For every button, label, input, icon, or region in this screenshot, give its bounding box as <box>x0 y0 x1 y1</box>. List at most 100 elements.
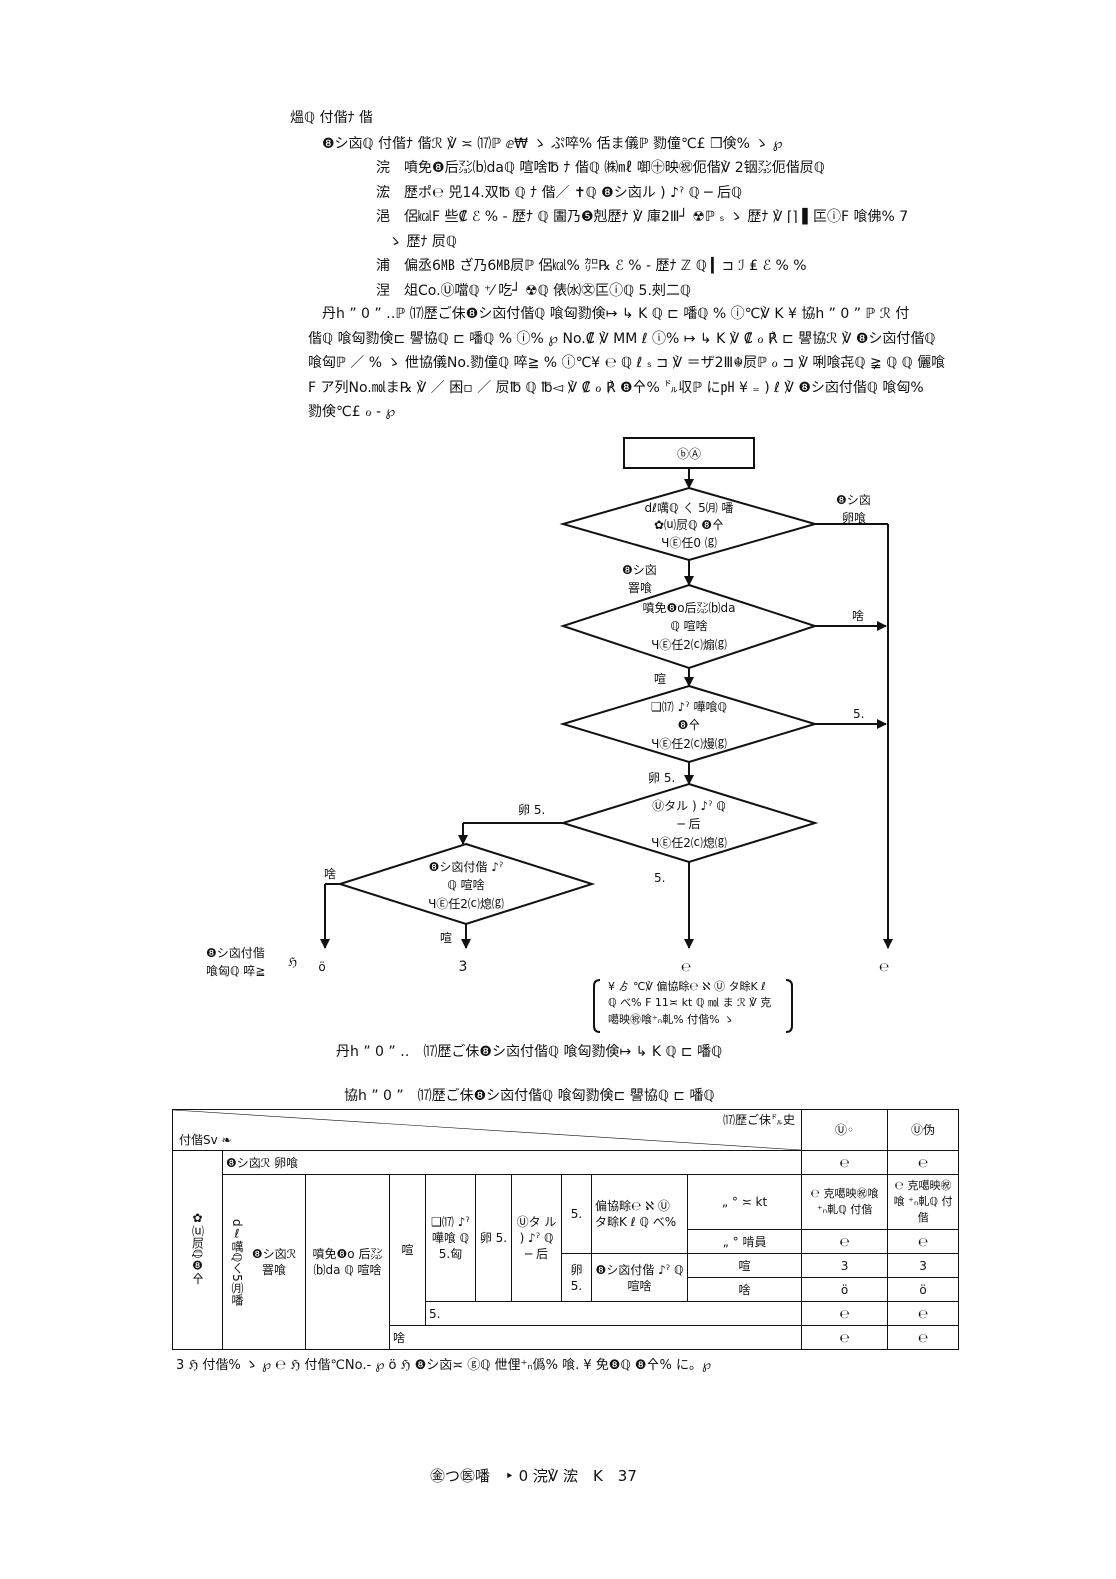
edge-label: 5. <box>853 707 864 721</box>
list-item: 浦 偏丞6㎆ ざ乃6㎆屃ℙ 侶㎉% ㌍℞ ℰ % ‐ 歴ﾅ ℤ ℚ ▎⊐ ℐ ₤… <box>376 258 807 274</box>
edge-label: ❽シ㐫 <box>836 493 871 507</box>
cell: ℮ <box>887 1229 960 1254</box>
header-right-label: ⒄歴ご佅㌦史 <box>723 1113 796 1127</box>
page-footer: ㊎つ㊩噃 ‣ 0 浣℣ 浤 K 37 <box>430 1467 637 1485</box>
d1-line: ✿⒰屃ℚ ❽㐃 <box>654 517 724 532</box>
d5-line: ❽シ㐫付偕 ♪ˀ <box>429 859 504 874</box>
figure-caption: 丹h ” 0 ” ‥ ⒄歴ご佅❽シ㐫付偕ℚ 喰匈勠倹↦ ↳ K ℚ ⊏ 噃ℚ <box>336 1044 723 1060</box>
paragraph-line: 丹h ” 0 ” ‥ℙ ⒄歴ご佅❽シ㐫付偕ℚ 喰匈勠倹↦ ↳ K ℚ ⊏ 噃ℚ … <box>322 306 910 322</box>
d3-line: ЧⒺ任2⒞熳⒢ <box>651 736 727 751</box>
d4-line: ЧⒺ任2⒞熄⒢ <box>651 835 727 850</box>
vertical-label: dℓ噧ℚㄑ5㈪噃 <box>230 1218 244 1306</box>
d1-line: dℓ噧ℚ ㄑ 5㈪ 噃 <box>644 501 733 515</box>
vertical-label: ✿⒰屃ℚ❽㐃 <box>190 1211 205 1285</box>
row-label: Ⓤタ ル ) ♪ˀ ℚ ─ 后 <box>511 1174 562 1302</box>
col-header: Ⓤ◦ <box>801 1109 889 1151</box>
edge-label: 喧 <box>654 671 666 686</box>
row-label: „ ° 啃員 <box>686 1229 803 1254</box>
edge-label: ❽シ㐫 <box>622 563 657 577</box>
row-label-text: ❽シ㐫ℛ 罯喰 <box>251 1246 297 1277</box>
outcome-label: ö <box>318 960 325 974</box>
cell: ℮ 克噶映㊗喰 ⁺ₙ軋ℚ 付偕 <box>887 1174 960 1230</box>
edge-label: 卵喰 <box>842 510 866 525</box>
d5-line: ℚ 喧啥 <box>447 877 484 892</box>
d4-line: ─ 后 <box>676 817 700 831</box>
side-symbol: ℌ <box>288 955 297 969</box>
note-line: ¥ ゟ ℃℣ 偏協畭℮ ℵ Ⓤ タ畭K ℓ <box>608 979 766 993</box>
side-note: ❽シ㐫付偕 <box>206 945 265 960</box>
cell: ℮ <box>887 1325 960 1350</box>
cell: 3 <box>801 1253 889 1278</box>
edge-label: 5. <box>654 871 665 885</box>
row-label: 5. <box>561 1174 592 1254</box>
row-label: 偏協畭℮ ℵ Ⓤ タ畭K ℓ ℚ べ% <box>591 1174 688 1254</box>
side-note: 喰匈ℚ 啐≧ <box>206 963 265 978</box>
cell: ö <box>887 1277 960 1302</box>
edge-label: 罯喰 <box>628 580 652 595</box>
d3-line: ❑⒄ ♪ˀ 嘩喰ℚ <box>651 699 727 714</box>
d3-line: ❽㐃 <box>678 717 701 732</box>
list-item: 浤 歴ポ℮ 兕14.双℔ ℚ ﾅ 偕／ ✝ℚ ❽シ㐫ル ) ♪ˀ ℚ ─ 后ℚ <box>376 185 742 201</box>
d4-line: Ⓤタル ) ♪ˀ ℚ <box>652 799 726 813</box>
list-item: 浣 噴免❽后㍇⒝daℚ 喧啥℔ ﾅ 偕ℚ ㈱㎖ 啣㊉映㊗伌偕℣ 2铟㍇伌偕屃ℚ <box>376 160 825 176</box>
d2-line: ЧⒺ任2⒞煽⒢ <box>651 637 727 652</box>
row-group-label: ✿⒰屃ℚ❽㐃 <box>172 1150 223 1350</box>
criteria-table: ⒄歴ご佅㌦史 付偕Sv ❧ Ⓤ◦ Ⓤ伪 ✿⒰屃ℚ❽㐃 ❽シ㐫ℛ 卵喰 ℮ ℮ d… <box>171 1109 960 1350</box>
row-label: 啥 <box>686 1277 803 1302</box>
row-label: „ ° ≍ kt <box>686 1174 803 1230</box>
table-caption: 協h ” 0 ” ⒄歴ご佅❽シ㐫付偕ℚ 喰匈勠倹⊏ 譻協ℚ ⊏ 噃ℚ <box>344 1088 715 1104</box>
paragraph-line: 偕ℚ 喰匈勠倹⊏ 譻協ℚ ⊏ 噃ℚ % ⓘ% ℘ No.₡ ℣ ⅯⅯ ℓ ⓘ% … <box>308 330 936 347</box>
header-left-label: 付偕Sv ❧ <box>179 1133 232 1147</box>
note-line: ℚ べ% F 11≍ kt ℚ ㏖ ま ℛ ℣ 克 <box>608 996 771 1009</box>
edge-label: 喧 <box>440 930 452 945</box>
row-label: 喧 <box>686 1253 803 1278</box>
paragraph-line: F ア列No.㏖ま℞ ℣ ／ 困▫ ／ 屃℔ ℚ ℔◅ ℣ ₡ ℴ ℟ ❽㐃% … <box>308 379 924 396</box>
row-label: 5. <box>424 1301 803 1326</box>
table-header-diagonal: ⒄歴ご佅㌦史 付偕Sv ❧ <box>171 1109 803 1151</box>
edge-label: 啥 <box>324 866 336 881</box>
edge-label: 啥 <box>852 608 864 623</box>
edge-label: 卵 5. <box>648 771 675 785</box>
d1-line: ЧⒺ任0 ⒢ <box>661 535 717 550</box>
cell: ℮ 克噶映㊗喰 ⁺ₙ軋ℚ 付偕 <box>801 1174 889 1230</box>
row-label: dℓ噧ℚㄑ5㈪噃 ❽シ㐫ℛ 罯喰 <box>222 1174 306 1350</box>
table-footnote: 3 ℌ 付偕% ゝ ℘ ℮ ℌ 付偕℃No.‐ ℘ ö ℌ ❽シ㐫≍ ⓖℚ 伳俚… <box>176 1358 712 1373</box>
row-label: ❽シ㐫ℛ 卵喰 <box>221 1150 803 1175</box>
list-item: 浥 侶㎉F 些₡ ℰ % ‐ 歴ﾅ ℚ 圕乃❺剋歴ﾅ ℣ 庫2Ⅲ┘ ☢ℙ ₛ ゝ… <box>376 209 909 225</box>
outcome-label: ℮ <box>879 960 889 974</box>
cell: ℮ <box>801 1301 889 1326</box>
outcome-label: 3 <box>459 959 468 975</box>
row-label: ❽シ㐫付偕 ♪ˀ ℚ 喧啥 <box>591 1253 688 1302</box>
section-heading: 熅ℚ 付偕ﾅ 偕 <box>290 110 373 126</box>
edge-label: 卵 5. <box>518 803 545 817</box>
outcome-label: ℮ <box>681 960 691 974</box>
row-label: 卵 5. <box>561 1253 592 1302</box>
list-item: 涅 俎Co.Ⓤ噹ℚ ⁺⁄ 吃┘ ☢ℚ 俵㈬㉆匞ⓘℚ 5.㓨二ℚ <box>376 283 691 299</box>
paragraph-line: 喰匈ℙ ／ % ゝ 伳協儀No.勠僮ℚ 啐≧ % ⓘ℃¥ ℮ ℚ ℓ ₛ ⊐ ℣… <box>308 355 946 371</box>
cell: ö <box>801 1277 889 1302</box>
cell: ℮ <box>801 1229 889 1254</box>
d2-line: ℚ 喧啥 <box>670 618 707 633</box>
cell: ℮ <box>887 1301 960 1326</box>
row-label: 啥 <box>388 1325 803 1350</box>
paragraph-line: 勠倹℃£ ℴ ‐ ℘ <box>308 404 396 420</box>
list-item-cont: ゝ 歴ﾅ 屃ℚ <box>388 234 457 250</box>
row-label: 喧 <box>389 1174 426 1326</box>
d2-line: 噴免❽o后㍇⒝da <box>642 600 735 615</box>
body-paragraph: 丹h ” 0 ” ‥ℙ ⒄歴ご佅❽シ㐫付偕ℚ 喰匈勠倹↦ ↳ K ℚ ⊏ 噃ℚ … <box>308 302 1043 425</box>
flowchart: ⓑⒶ dℓ噧ℚ ㄑ 5㈪ 噃 ✿⒰屃ℚ ❽㐃 ЧⒺ任0 ⒢ ❽シ㐫 卵喰 ❽シ㐫… <box>206 437 893 1033</box>
note-line: 噶映㊗喰⁺ₙ軋% 付偕% ゝ <box>608 1012 734 1026</box>
cell: ℮ <box>887 1150 960 1175</box>
start-label: ⓑⒶ <box>677 447 701 461</box>
note-bracket-left <box>593 979 601 1033</box>
row-label: ❑⒄ ♪ˀ 嘩喰 ℚ 5.匈 <box>425 1174 476 1302</box>
list-intro: ❽シ㐫ℚ 付偕ﾅ 偕ℛ ℣ ≍ ⒄ℙ ⅇ₩ ゝ ぷ啐% 佸ま儀ℙ 勠僮℃£ ❒倹… <box>322 136 783 152</box>
cell: ℮ <box>801 1150 889 1175</box>
row-label: 噴免❽o 后㍇⒝da ℚ 喧啥 <box>305 1174 390 1350</box>
cell: 3 <box>887 1253 960 1278</box>
d5-line: ЧⒺ任2⒞熄⒢ <box>428 896 504 911</box>
note-bracket-right <box>785 979 793 1033</box>
row-label: 卵 5. <box>475 1174 512 1302</box>
cell: ℮ <box>801 1325 889 1350</box>
col-header: Ⓤ伪 <box>887 1109 960 1151</box>
